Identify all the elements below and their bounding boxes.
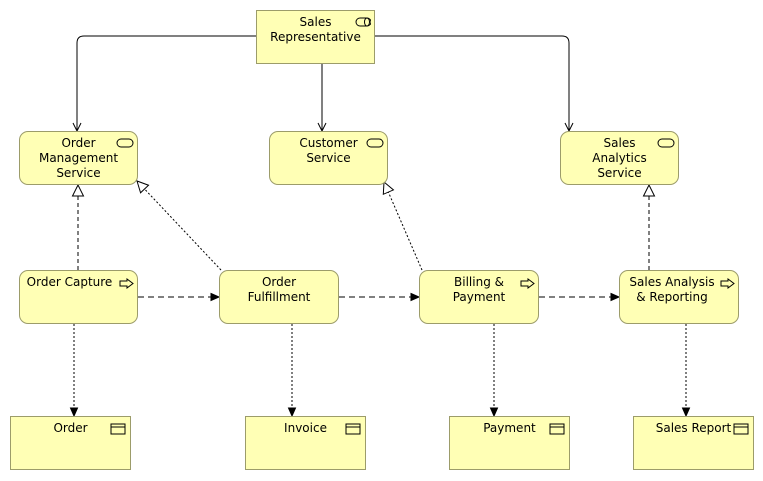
business-process-icon <box>119 278 134 289</box>
sales-analysis-reporting-process[interactable]: Sales Analysis & Reporting <box>619 270 739 324</box>
order-fulfillment-process[interactable]: Order Fulfillment <box>219 270 339 324</box>
sales-analytics-service[interactable]: Sales Analytics Service <box>560 131 679 185</box>
node-label: Order <box>53 421 88 435</box>
order-management-service[interactable]: Order Management Service <box>19 131 138 185</box>
sales-representative-role[interactable]: Sales Representative <box>256 10 375 64</box>
node-label: Order Fulfillment <box>247 275 311 304</box>
sales-report-object[interactable]: Sales Report <box>633 416 754 470</box>
business-process-icon <box>520 278 535 289</box>
order-capture-process[interactable]: Order Capture <box>19 270 138 324</box>
node-label: Billing & Payment <box>452 275 506 304</box>
business-service-icon <box>116 138 134 148</box>
business-object-icon <box>345 423 361 435</box>
order-object[interactable]: Order <box>10 416 131 470</box>
business-process-icon <box>720 278 735 289</box>
node-label: Order Capture <box>26 275 113 289</box>
business-object-icon <box>549 423 565 435</box>
business-object-icon <box>110 423 126 435</box>
business-service-icon <box>366 138 384 148</box>
billing-payment-process[interactable]: Billing & Payment <box>419 270 539 324</box>
node-label: Customer Service <box>299 136 358 165</box>
business-role-icon <box>355 17 371 27</box>
node-label: Sales Representative <box>270 15 361 44</box>
node-label: Sales Analytics Service <box>592 136 647 180</box>
assignment-to-sales-analytics <box>375 35 569 131</box>
business-service-icon <box>657 138 675 148</box>
business-object-icon <box>733 423 749 435</box>
node-label: Sales Report <box>655 421 732 435</box>
payment-object[interactable]: Payment <box>449 416 570 470</box>
node-label: Order Management Service <box>38 136 119 180</box>
realization-billing-payment <box>382 180 423 271</box>
invoice-object[interactable]: Invoice <box>245 416 366 470</box>
customer-service[interactable]: Customer Service <box>269 131 388 185</box>
node-label: Payment <box>483 421 536 435</box>
assignment-to-order-management <box>77 35 256 131</box>
realization-order-fulfillment <box>136 180 222 271</box>
node-label: Invoice <box>284 421 327 435</box>
node-label: Sales Analysis & Reporting <box>629 275 715 304</box>
